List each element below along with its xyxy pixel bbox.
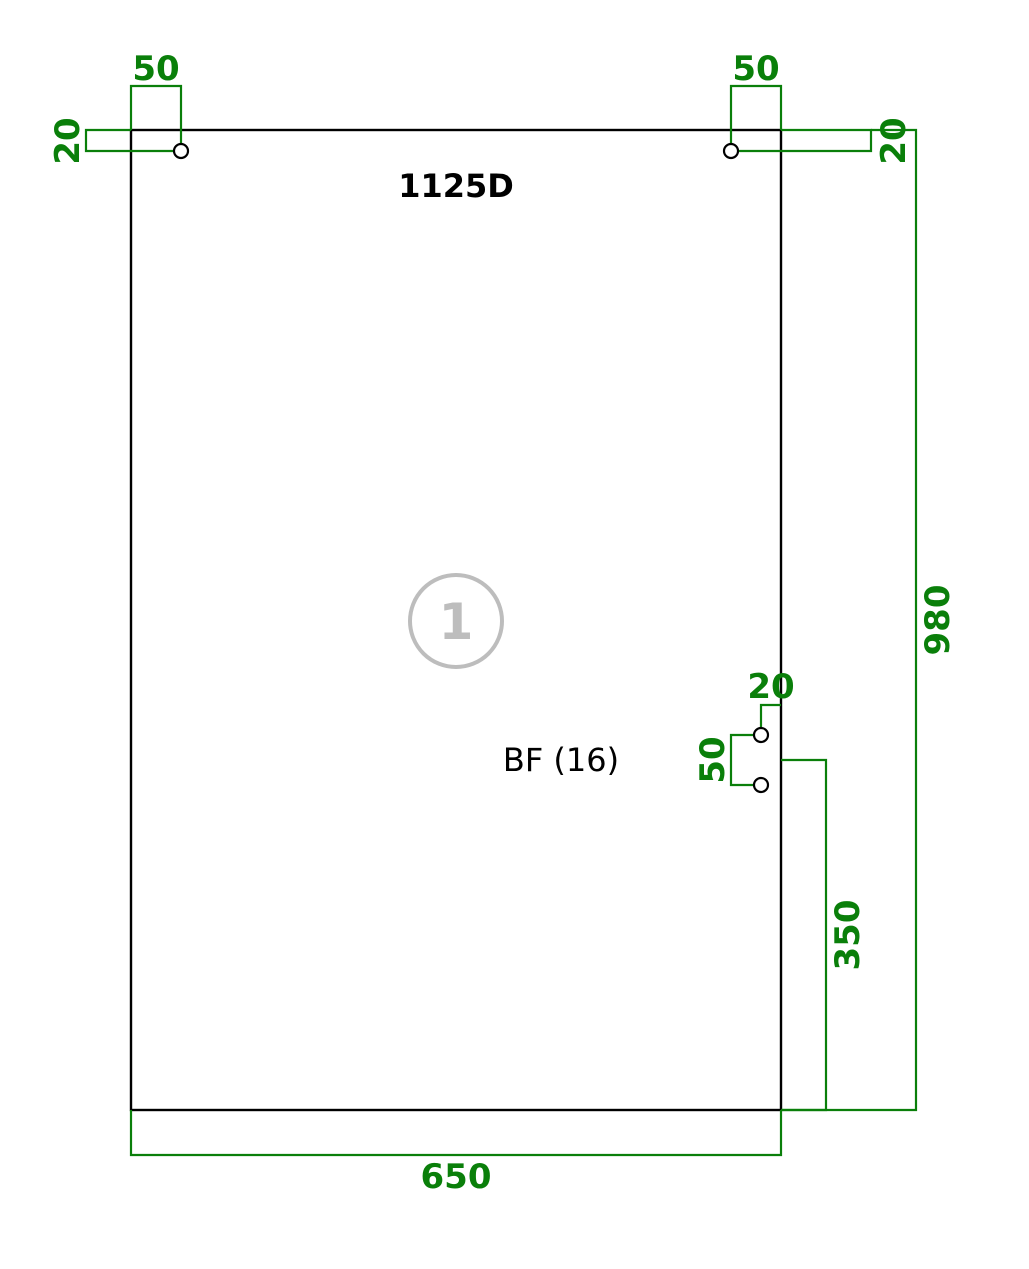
material-label: BF (16) [503, 741, 619, 779]
width-dimension: 650 [129, 1110, 783, 1197]
top-right-hole-y-value: 20 [874, 117, 914, 164]
top-right-hole-x-value: 50 [732, 49, 779, 89]
side-hole-dimension: 20 50 350 [693, 667, 868, 1112]
side-hole-spacing-value: 50 [693, 736, 733, 783]
height-value: 980 [918, 585, 958, 656]
side-hole-lower [752, 776, 770, 794]
top-right-hole [722, 142, 740, 160]
top-left-hole [172, 142, 190, 160]
top-right-hole-y-dimension-line [731, 128, 873, 153]
panel-code-label: 1125D [398, 167, 514, 205]
top-left-hole-dimension: 50 20 [48, 49, 183, 165]
side-hole-bottom-value: 350 [828, 900, 868, 971]
width-dimension-line [129, 1110, 783, 1157]
top-right-hole-dimension: 50 20 [729, 49, 914, 165]
panel-outline [129, 128, 783, 1112]
top-left-hole-x-value: 50 [132, 49, 179, 89]
part-number-circle [408, 573, 504, 669]
part-number-value: 1 [439, 593, 474, 651]
top-left-hole-y-value: 20 [48, 117, 88, 164]
top-left-hole-x-dimension-line [129, 84, 183, 151]
side-hole-edge-value: 20 [747, 667, 794, 707]
side-hole-bottom-dimension-line [781, 758, 828, 1112]
width-value: 650 [421, 1157, 492, 1197]
side-hole-edge-dimension-line [759, 703, 781, 735]
height-dimension: 980 [781, 128, 958, 1112]
top-right-hole-x-dimension-line [729, 84, 783, 151]
side-hole-upper [752, 726, 770, 744]
part-number-badge: 1 [408, 573, 504, 669]
side-hole-spacing-dimension-line [729, 733, 761, 787]
height-dimension-line [781, 128, 918, 1112]
top-left-hole-y-dimension-line [84, 128, 181, 153]
